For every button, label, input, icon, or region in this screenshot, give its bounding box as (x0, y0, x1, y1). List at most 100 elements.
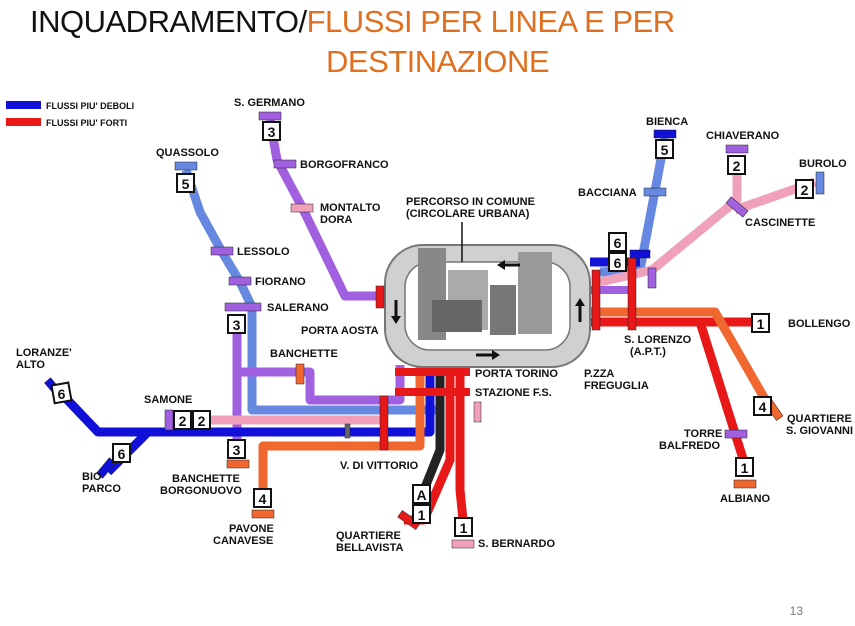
svg-text:A: A (416, 487, 426, 503)
route-box-chiaverano: 2 (727, 155, 746, 175)
bar-v-vittorio (379, 395, 389, 451)
svg-text:1: 1 (741, 460, 749, 476)
label-quartiere-sg: QUARTIERE (787, 413, 852, 425)
stop-pavone (251, 509, 275, 519)
label-quartiere-bellavista: QUARTIERE (336, 530, 401, 542)
label-burolo: BUROLO (799, 158, 847, 170)
page-number: 13 (789, 604, 803, 618)
line-chiaverano (598, 158, 742, 287)
title-part-orange: FLUSSI PER LINEA E PER (306, 4, 676, 39)
label-dora: DORA (320, 214, 352, 226)
svg-text:3: 3 (268, 124, 276, 140)
label-banchette: BANCHETTE (270, 348, 338, 360)
label-circolare: (CIRCOLARE URBANA) (406, 208, 530, 220)
svg-text:2: 2 (733, 158, 741, 174)
label-parco: PARCO (82, 483, 121, 495)
route-box-bellavista-1: 1 (412, 504, 431, 524)
label-s-giovanni: S. GIOVANNI (786, 425, 853, 437)
label-apt: (A.P.T.) (630, 346, 666, 358)
route-box-burolo: 2 (795, 179, 814, 199)
label-balfredo: BALFREDO (659, 440, 721, 452)
stop-v-vittorio-grey (344, 423, 351, 439)
route-box-s-germano: 3 (262, 121, 281, 141)
stop-samone (164, 409, 174, 431)
place-labels: S. GERMANO BORGOFRANCO MONTALTO DORA QUA… (16, 97, 853, 554)
stop-cascinette (725, 196, 749, 218)
label-banchette-b2: BORGONUOVO (160, 485, 242, 497)
label-chiaverano: CHIAVERANO (706, 130, 780, 142)
town-sketch (418, 248, 552, 340)
bar-stazione-pink (473, 401, 482, 423)
stop-albiano (733, 479, 757, 489)
label-banchette-b1: BANCHETTE (172, 473, 240, 485)
svg-text:4: 4 (759, 399, 767, 415)
svg-text:2: 2 (801, 182, 809, 198)
route-box-banchette-b: 3 (227, 439, 246, 459)
line-banchette (237, 365, 405, 405)
legend-swatch-weak (6, 101, 41, 109)
line-albiano (695, 320, 750, 467)
stop-salerano (224, 302, 262, 312)
route-box-bollengo: 1 (751, 313, 770, 333)
route-box-bienca: 5 (655, 139, 674, 159)
stop-quassolo (174, 161, 198, 171)
legend-swatch-strong (6, 118, 41, 126)
line-pavone (258, 365, 425, 500)
route-box-bellavista-a: A (412, 484, 431, 504)
route-box-s-giovanni: 4 (753, 396, 772, 416)
route-box-salerano: 3 (227, 314, 246, 334)
line-bernardo-red (455, 365, 468, 521)
svg-text:4: 4 (259, 491, 267, 507)
label-s-lorenzo: S. LORENZO (624, 334, 692, 346)
route-box-pavone: 4 (253, 488, 272, 508)
label-s-germano: S. GERMANO (234, 97, 305, 109)
svg-text:3: 3 (233, 442, 241, 458)
label-loranze-alto: ALTO (16, 359, 45, 371)
route-box-quassolo: 5 (176, 173, 195, 193)
line-loranze (54, 365, 435, 437)
route-box-loranze: 6 (50, 381, 73, 405)
stop-s-germano (258, 111, 282, 121)
label-porta-aosta: PORTA AOSTA (301, 325, 379, 337)
circolare-urbana (384, 222, 591, 368)
label-bellavista: BELLAVISTA (336, 542, 403, 554)
route-box-samone-a: 2 (173, 410, 192, 430)
svg-text:6: 6 (614, 235, 622, 251)
line-quassolo (181, 168, 445, 415)
label-pzza: P.ZZA (584, 368, 614, 380)
label-percorso: PERCORSO IN COMUNE (406, 196, 535, 208)
stop-burolo (815, 171, 825, 195)
stop-torre (724, 429, 748, 439)
stop-bernardo (451, 539, 475, 549)
svg-text:6: 6 (58, 386, 66, 402)
route-box-bio-parco: 6 (112, 443, 131, 463)
route-box-samone-b: 2 (192, 410, 211, 430)
label-freguglia: FREGUGLIA (584, 380, 649, 392)
svg-text:5: 5 (661, 142, 669, 158)
label-bienca: BIENCA (646, 116, 688, 128)
label-loranze: LORANZE' (16, 347, 72, 359)
label-samone: SAMONE (144, 394, 192, 406)
label-lessolo: LESSOLO (237, 246, 290, 258)
slide-title-line2: DESTINAZIONE (326, 44, 550, 79)
route-box-pzza-b: 6 (608, 252, 627, 272)
label-bacciana: BACCIANA (578, 187, 637, 199)
bar-porta-aosta (375, 285, 385, 309)
stop-pzza-purple (647, 267, 657, 289)
route-box-albiano: 1 (735, 457, 754, 477)
label-montalto: MONTALTO (320, 202, 381, 214)
svg-text:1: 1 (757, 316, 765, 332)
legend-label-strong: FLUSSI PIU' FORTI (46, 118, 127, 128)
route-box-s-bernardo: 1 (454, 517, 473, 537)
svg-text:1: 1 (460, 520, 468, 536)
svg-text:6: 6 (118, 446, 126, 462)
stop-bacciana (643, 187, 667, 197)
label-torre: TORRE (684, 428, 722, 440)
label-fiorano: FIORANO (255, 276, 306, 288)
stop-banchette-b (226, 459, 250, 469)
stop-bellavista (397, 510, 421, 530)
stop-borgofranco (273, 159, 297, 169)
stop-montalto (290, 203, 314, 213)
label-s-bernardo: S. BERNARDO (478, 538, 555, 550)
label-borgofranco: BORGOFRANCO (300, 159, 389, 171)
